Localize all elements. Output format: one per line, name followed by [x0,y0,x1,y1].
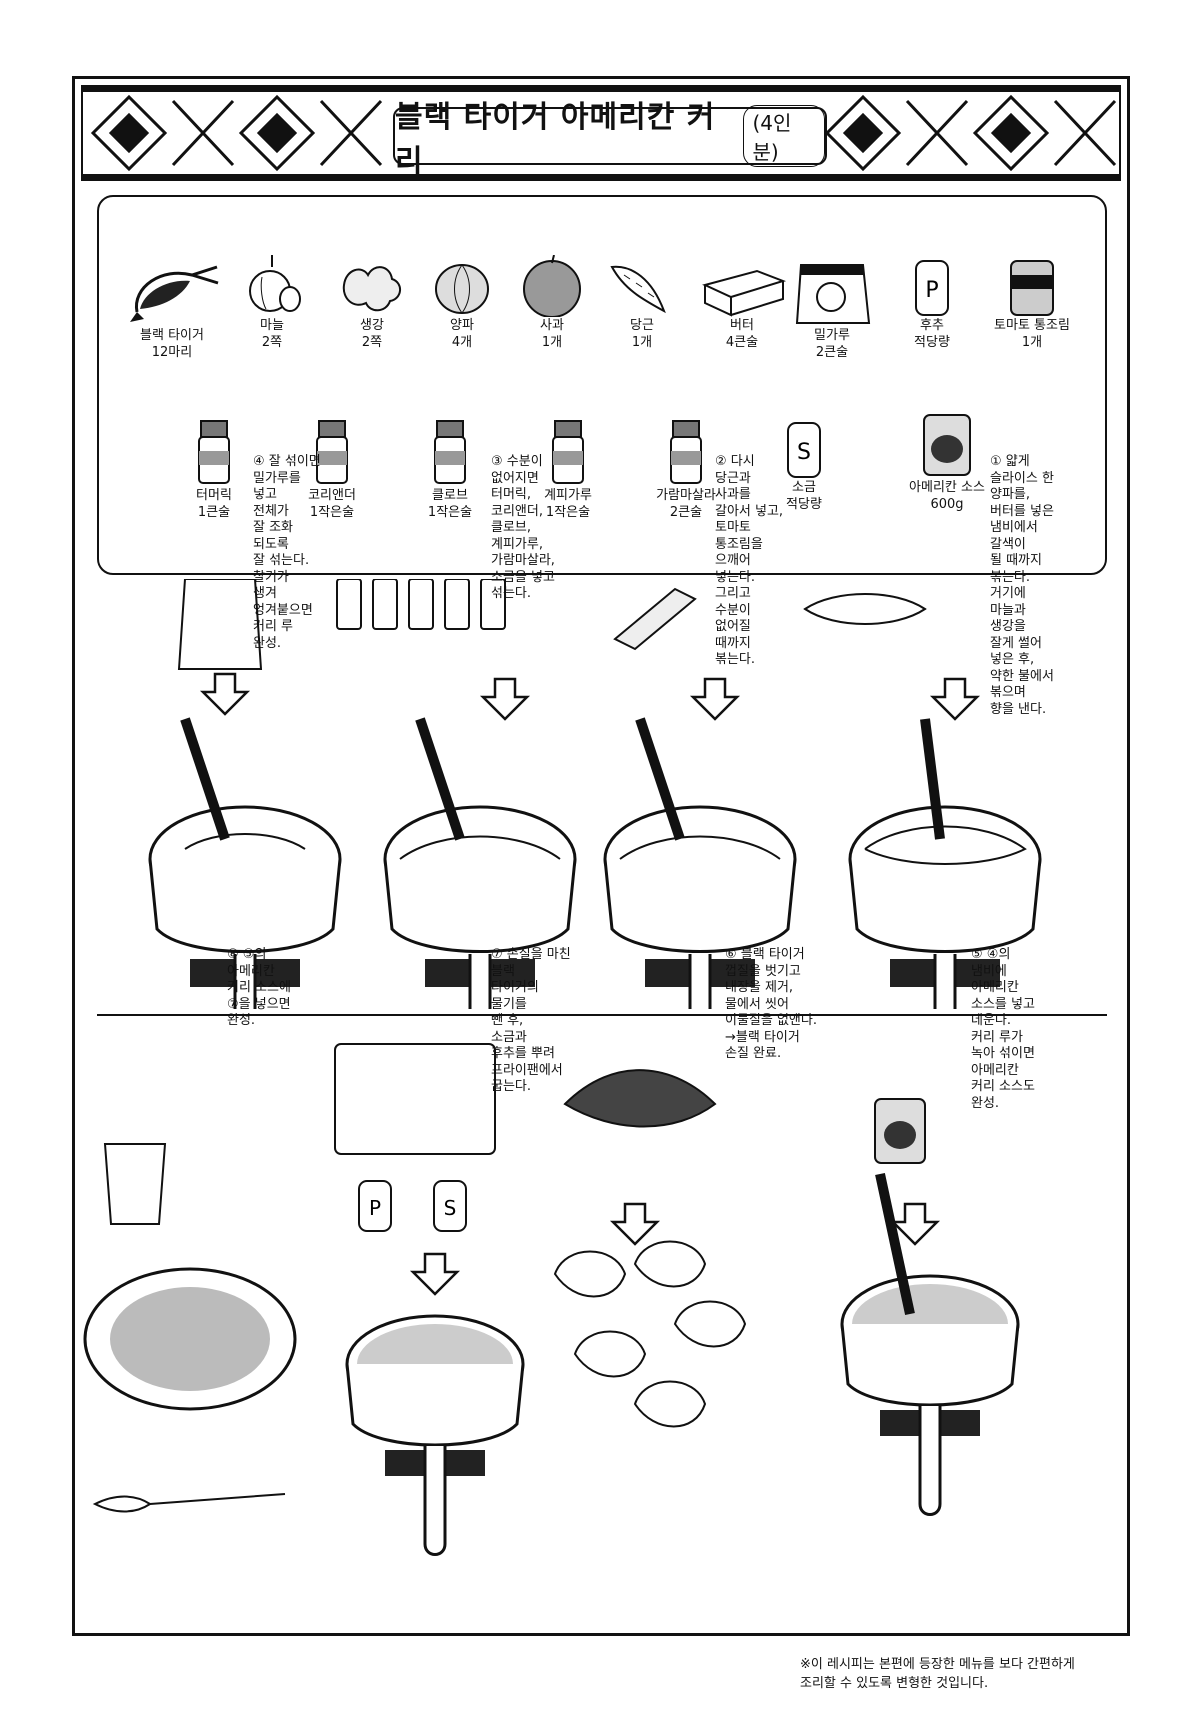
water-glass [103,1143,167,1225]
spice-bottle-icon [434,420,466,484]
step-7-text: ⑦ 손질을 마친 블랙 타이거의 물기를 뺀 후, 소금과 후추를 뿌려 프라이… [491,947,571,1094]
flour-bag-icon [795,264,871,324]
recipe-title: 블랙 타이거 아메리칸 커리 [395,100,716,179]
banner-pattern [83,87,1119,179]
carrot-icon [610,265,666,314]
onion-icon [435,264,489,314]
spoon [92,1493,286,1513]
pan-step5 [840,1172,1020,1516]
svg-text:S: S [797,440,811,465]
svg-text:P: P [925,278,938,303]
footnote: ※이 레시피는 본편에 등장한 메뉴를 보다 간편하게 조리할 수 있도록 변형… [800,1657,1075,1691]
shrimp-icon [130,265,219,322]
lower-steps-illustration: P S [83,1043,1020,1556]
upper-steps-illustration [148,579,1042,1009]
pan-step1 [848,718,1042,1009]
step-3-text: ③ 수분이 없어지면 터머릭, 코리앤더, 클로브, 계피가루, 가람마살라, … [491,454,555,601]
pepper-shaker-icon: P [915,260,949,316]
spice-bottle-icon [198,420,230,484]
step-5-text: ⑤ ④의 냄비에 아메리칸 소스를 넣고 데운다. 커리 루가 녹아 섞이면 아… [971,947,1035,1111]
svg-text:P: P [369,1196,381,1220]
section-divider [97,1014,1107,1016]
pan-step4 [148,717,342,1009]
step-4-text: ④ 잘 섞이면 밀가루를 넣고 전체가 잘 조화 되도록 잘 섞는다. 찰기가 … [253,454,321,651]
tomato-can-icon [1010,260,1054,316]
spice-bottle-icon [316,420,348,484]
peeled-shrimp-group [553,1240,747,1428]
title-plate: 블랙 타이거 아메리칸 커리 (4인분) [393,100,827,179]
pan-step2 [603,717,797,1009]
title-banner: 블랙 타이거 아메리칸 커리 (4인분) [81,85,1121,181]
step-8-text: ⑧ ⑤의 아메리칸 커리 소스에 ⑦을 넣으면 완성. [227,947,291,1028]
sauce-can-icon [923,414,971,476]
garlic-icon [249,255,301,312]
servings-label: (4인분) [743,105,825,167]
raw-shrimp [563,1069,717,1128]
pan-step3 [383,717,577,1009]
salt-shaker-icon: S [787,422,821,478]
step-6-text: ⑥ 블랙 타이거 껍질을 벗기고 내장을 제거, 물에서 씻어 이물질을 없앤다… [725,947,817,1061]
step-2-text: ② 다시 당근과 사과를 갈아서 넣고, 토마토 통조림을 으깨어 넣는다. 그… [715,454,784,667]
shrimp-tray [334,1043,496,1155]
butter-icon [702,269,787,317]
ginger-icon [342,266,401,312]
spice-bottle-icon [670,420,702,484]
pan-step7 [345,1314,525,1556]
step-1-text: ① 얇게 슬라이스 한 양파를, 버터를 넣은 냄비에서 갈색이 될 때까지 볶… [990,454,1054,717]
apple-icon [523,255,581,317]
spice-bottle-icon [552,420,584,484]
svg-text:S: S [444,1196,457,1220]
